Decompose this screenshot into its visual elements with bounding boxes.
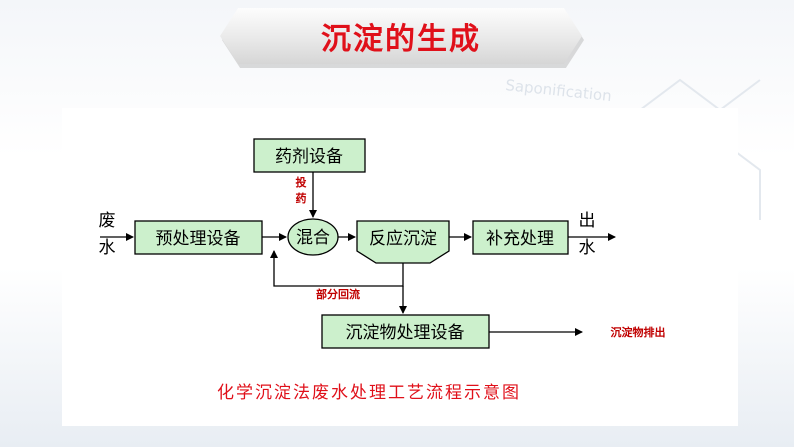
title-banner: 沉淀的生成	[220, 8, 582, 64]
recycle-arrow	[270, 250, 404, 287]
discharge-label: 沉淀物排出	[611, 325, 666, 339]
mixing-label: 混合	[296, 228, 330, 248]
dosing-annotation-top: 投	[296, 175, 307, 189]
page-title: 沉淀的生成	[321, 22, 481, 57]
supplement-label: 补充处理	[486, 229, 554, 249]
sludge-label: 沉淀物处理设备	[346, 323, 465, 343]
dosing-label: 药剂设备	[275, 147, 343, 167]
inflow-label-top: 废	[99, 211, 116, 231]
outflow-label-top: 出	[579, 211, 596, 231]
inflow-label-bottom: 水	[99, 238, 116, 258]
watermark-text: Saponification	[505, 76, 613, 105]
recycle-label: 部分回流	[316, 287, 360, 301]
sludge-box	[321, 314, 490, 349]
diagram-panel: 废 水 预处理设备 混合 反应沉淀 补充处理 出 水 药剂设备 投 药	[62, 108, 738, 426]
diagram-caption: 化学沉淀法废水处理工艺流程示意图	[217, 383, 521, 403]
process-flow-diagram: 废 水 预处理设备 混合 反应沉淀 补充处理 出 水 药剂设备 投 药	[99, 138, 666, 403]
dosing-box	[253, 138, 366, 173]
dosing-annotation-bottom: 药	[296, 191, 307, 205]
outflow-label-bottom: 水	[579, 238, 596, 258]
reaction-label: 反应沉淀	[369, 229, 437, 249]
reaction-tank	[356, 220, 450, 264]
pretreatment-label: 预处理设备	[156, 229, 241, 249]
